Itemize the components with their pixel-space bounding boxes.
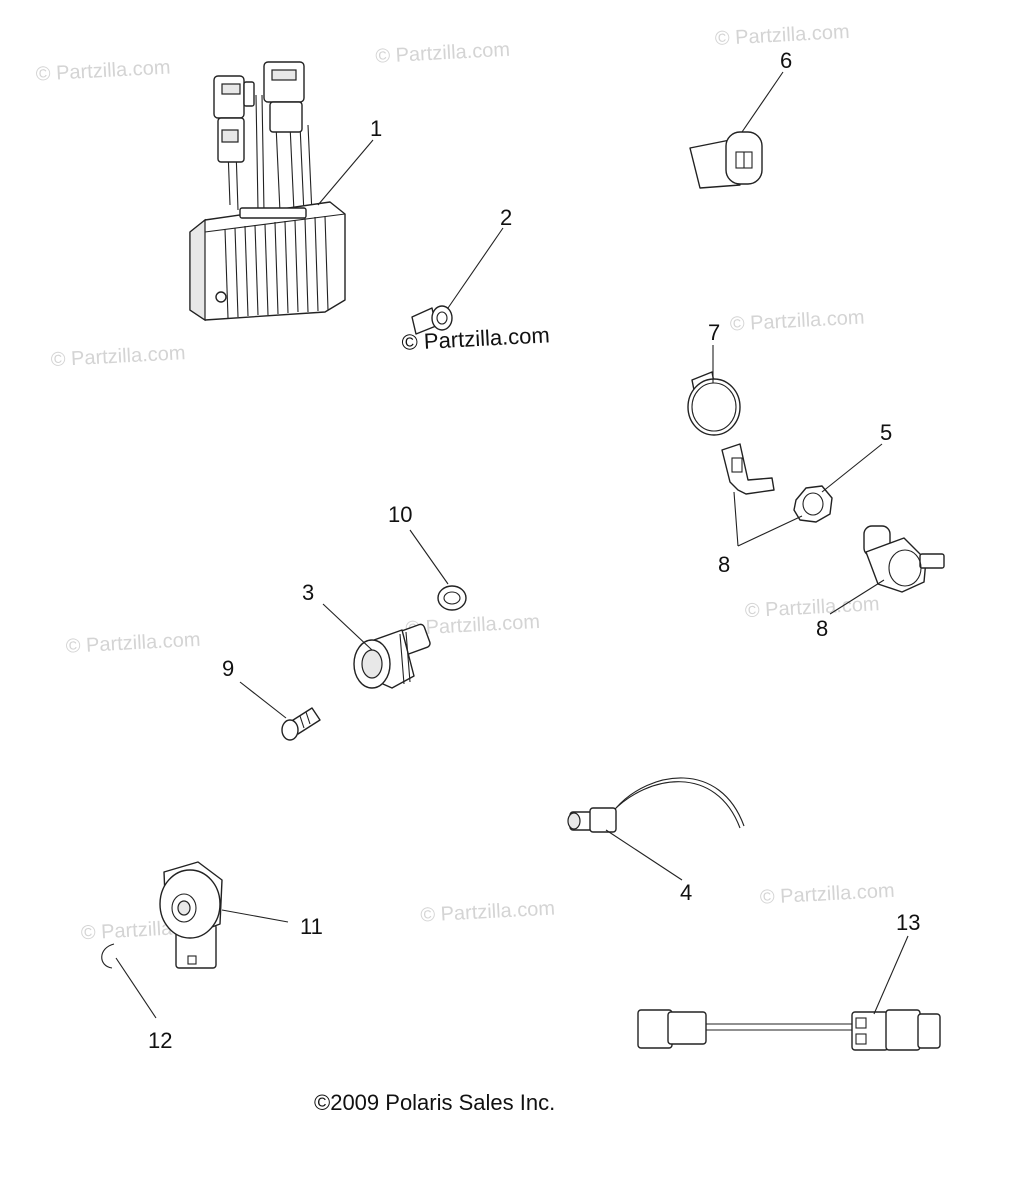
watermarks: © Partzilla.com © Partzilla.com © Partzi… [35, 21, 895, 944]
bolt-9-part-illustration [281, 707, 321, 741]
callout-9: 9 [222, 656, 234, 681]
harness-part-illustration [637, 1009, 941, 1051]
leader-1 [317, 139, 374, 206]
callout-2: 2 [500, 205, 512, 230]
watermark-10: © Partzilla.com [420, 898, 556, 927]
callout-3: 3 [302, 580, 314, 605]
bolt-part-illustration [411, 305, 453, 335]
nut-part-illustration [793, 485, 833, 523]
leader-5 [821, 443, 883, 493]
contact-part-illustration [721, 443, 775, 495]
watermark-11: © Partzilla.com [759, 880, 895, 909]
callout-11: 11 [300, 914, 323, 939]
callout-12: 12 [148, 1028, 172, 1053]
leader-8a [733, 491, 803, 547]
copyright-notice: ©2009 Polaris Sales Inc. [314, 1090, 555, 1115]
leader-6 [741, 71, 784, 133]
leader-8b [829, 579, 885, 615]
callout-1: 1 [370, 116, 382, 141]
cap-part-illustration [687, 371, 741, 436]
callout-8a: 8 [718, 552, 730, 577]
relay-part-illustration [689, 131, 763, 189]
regulator-part-illustration [189, 61, 346, 322]
e-clip-part-illustration [101, 943, 115, 969]
sensor-part-illustration [353, 623, 431, 689]
leader-3 [322, 603, 373, 651]
leader-9 [239, 681, 287, 719]
watermark-5: © Partzilla.com [729, 307, 865, 336]
callout-6: 6 [780, 48, 792, 73]
leader-4 [605, 829, 683, 881]
callout-13: 13 [896, 910, 920, 935]
temp-sensor-part-illustration [567, 777, 745, 833]
knock-sensor-part-illustration [159, 861, 223, 969]
callout-10: 10 [388, 502, 412, 527]
watermark-1: © Partzilla.com [35, 57, 171, 86]
callout-8b: 8 [816, 616, 828, 641]
switch-part-illustration [863, 525, 945, 593]
watermark-3: © Partzilla.com [714, 21, 850, 50]
watermark-4: © Partzilla.com [50, 342, 186, 371]
leader-11 [221, 909, 289, 923]
leader-2 [447, 227, 504, 309]
callout-5: 5 [880, 420, 892, 445]
callout-7: 7 [708, 320, 720, 345]
leader-12 [115, 957, 157, 1019]
leader-13 [873, 935, 909, 1015]
watermark-8: © Partzilla.com [744, 593, 880, 622]
leader-10 [409, 529, 449, 585]
callout-4: 4 [680, 880, 692, 905]
washer-part-illustration [437, 585, 467, 611]
callouts: 1 2 3 4 5 6 7 8 8 9 10 11 12 13 [148, 48, 920, 1053]
watermark-6: © Partzilla.com [65, 629, 201, 658]
watermark-2: © Partzilla.com [375, 39, 511, 68]
